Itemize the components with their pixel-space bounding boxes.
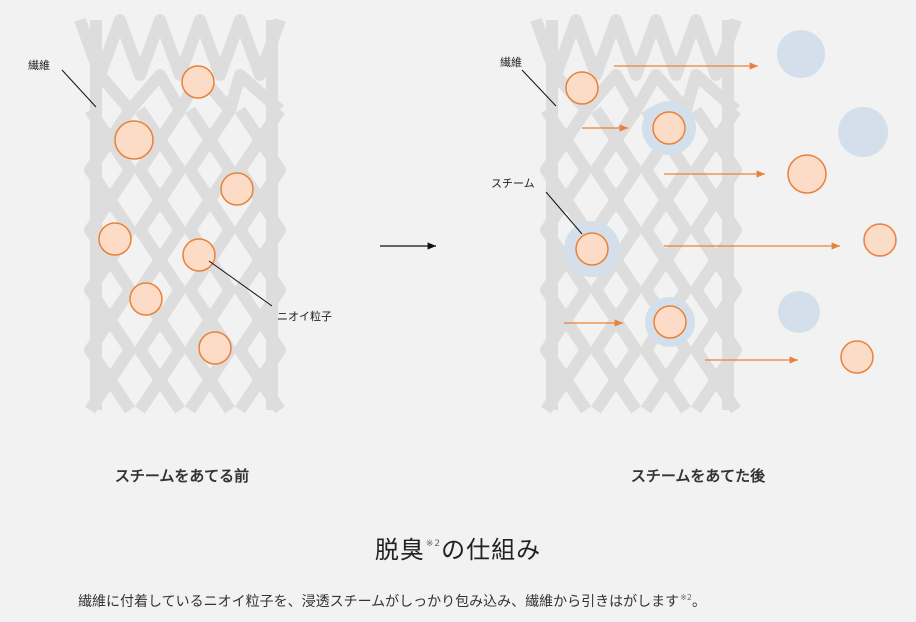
caption-before-steam: スチームをあてる前 xyxy=(114,467,250,485)
steam-cloud xyxy=(838,107,888,157)
release-arrows xyxy=(564,62,840,364)
odor-particle xyxy=(98,222,132,256)
description-text: 繊維に付着しているニオイ粒子を、浸透スチームがしっかり包み込み、繊維から引きはが… xyxy=(78,594,680,610)
description: 繊維に付着しているニオイ粒子を、浸透スチームがしっかり包み込み、繊維から引きはが… xyxy=(78,591,706,611)
caption-after-steam: スチームをあてた後 xyxy=(630,467,766,485)
odor-particles-before xyxy=(98,65,254,365)
description-end: 。 xyxy=(691,594,706,610)
steam-cloud xyxy=(777,30,825,78)
title-main: 脱臭 xyxy=(374,536,425,564)
steam-label: スチーム xyxy=(491,177,535,190)
steam-cloud xyxy=(778,291,820,333)
odor-particle xyxy=(181,65,215,99)
odor-particle xyxy=(863,223,897,257)
odor-particle xyxy=(129,282,163,316)
title-note-mark: ※2 xyxy=(425,539,442,549)
odor-particle xyxy=(787,154,827,194)
fiber-leader-line xyxy=(521,69,557,107)
fiber-label-before: 繊維 xyxy=(28,59,50,72)
odor-particle xyxy=(182,238,216,272)
odor-particle xyxy=(575,232,609,266)
page-title: 脱臭※2の仕組み xyxy=(0,530,916,565)
odor-particle xyxy=(220,172,254,206)
particle-leader-line xyxy=(208,260,273,307)
odor-particles-after xyxy=(565,71,897,374)
title-rest: の仕組み xyxy=(441,536,542,564)
deodorization-diagram: 繊維 ニオイ粒子 xyxy=(28,14,897,414)
odor-particle xyxy=(198,331,232,365)
odor-particle xyxy=(114,120,154,160)
odor-particle xyxy=(840,340,874,374)
particle-label: ニオイ粒子 xyxy=(277,309,332,323)
steam-leader-line xyxy=(545,191,583,235)
odor-particle xyxy=(652,111,686,145)
fiber-mesh-before xyxy=(74,14,286,414)
odor-particle xyxy=(653,305,687,339)
description-note-mark: ※2 xyxy=(680,593,692,602)
odor-particle xyxy=(565,71,599,105)
fiber-leader-line xyxy=(61,69,97,108)
fiber-label-after: 繊維 xyxy=(500,56,522,69)
